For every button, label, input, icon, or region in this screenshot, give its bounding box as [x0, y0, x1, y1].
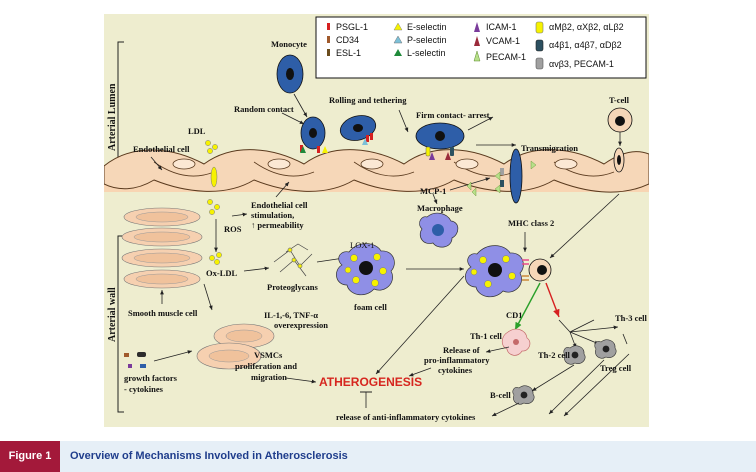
- release-pro-label-1: Release of: [443, 345, 480, 355]
- legend-esl1: ESL-1: [336, 48, 361, 58]
- psgl1-glyph: [327, 23, 330, 30]
- endo-stim-label-2: stimulation,: [251, 210, 294, 220]
- l-selectin-glyph: [394, 49, 402, 56]
- legend-cd34: CD34: [336, 35, 359, 45]
- cd1-label: CD1: [506, 310, 523, 320]
- icam1-glyph: [474, 22, 480, 32]
- th3-label: Th-3 cell: [615, 313, 648, 323]
- release-pro-label-3: cytokines: [438, 365, 473, 375]
- legend-integrin-b2: αMβ2, αXβ2, αLβ2: [549, 22, 624, 32]
- lumen-label: Arterial Lumen: [107, 83, 118, 151]
- monocyte-cell: [276, 54, 304, 94]
- legend: PSGL-1 CD34 ESL-1 E-selectin P-selectin …: [315, 16, 647, 79]
- ldl-particles: [205, 140, 220, 215]
- esl1-glyph: [327, 49, 330, 56]
- vcam1-glyph: [474, 36, 480, 46]
- mcp1-chemokines: [466, 181, 477, 197]
- growth-label-2: - cytokines: [124, 384, 164, 394]
- proteoglycans-label: Proteoglycans: [267, 282, 319, 292]
- vsmc-cells: [196, 323, 275, 370]
- macrophage-cell: [419, 212, 459, 248]
- legend-icam1: ICAM-1: [486, 22, 517, 32]
- legend-vcam1: VCAM-1: [486, 36, 520, 46]
- t-cell: [607, 107, 633, 173]
- vsmc-label-2: proliferation and: [235, 361, 297, 371]
- p-selectin-glyph: [393, 35, 403, 44]
- legend-p-selectin: P-selectin: [407, 35, 447, 45]
- atherogenesis-label: ATHEROGENESIS: [319, 375, 422, 389]
- wall-label: Arterial wall: [107, 287, 118, 342]
- foam-cell: [336, 243, 395, 296]
- vsmc-label-1: VSMCs: [254, 350, 283, 360]
- legend-pecam1: PECAM-1: [486, 52, 526, 62]
- b-cell: [512, 385, 535, 405]
- release-anti-label: release of anti-inflammatory cytokines: [336, 412, 476, 422]
- ox-ldl-particles: [209, 252, 222, 265]
- endo-stim-label-1: Endothelial cell: [251, 200, 308, 210]
- firm-contact-label: Firm contact- arrest: [416, 110, 490, 120]
- rolling-cell: [339, 115, 377, 145]
- mhc-label: MHC class 2: [508, 218, 554, 228]
- firm-contact-cell: [415, 122, 465, 160]
- legend-integrin-a4: α4β1, α4β7, αDβ2: [549, 40, 622, 50]
- antigen-presenting-cell: [465, 245, 529, 298]
- transmigration-label: Transmigration: [521, 143, 578, 153]
- figure-title: Overview of Mechanisms Involved in Ather…: [70, 450, 348, 462]
- treg-label: Treg cell: [600, 363, 632, 373]
- wall-bracket: [117, 235, 124, 413]
- legend-l-selectin: L-selectin: [407, 48, 446, 58]
- presented-t-cell: [528, 258, 552, 282]
- caption-bar: [0, 441, 756, 472]
- smooth-muscle-cells: [121, 207, 203, 289]
- oxldl-label: Ox-LDL: [206, 268, 238, 278]
- vsmc-label-3: migration: [251, 372, 287, 382]
- th1-cell: [501, 328, 531, 356]
- foam-cell-label: foam cell: [354, 302, 387, 312]
- macrophage-label: Macrophage: [417, 203, 463, 213]
- rolling-label: Rolling and tethering: [329, 95, 407, 105]
- release-pro-label-2: pro-inflammatory: [424, 355, 490, 365]
- atherosclerosis-diagram: Arterial Lumen Arterial wall PSGL-1 CD34…: [104, 16, 649, 422]
- tcell-label: T-cell: [609, 95, 630, 105]
- endothelial-label: Endothelial cell: [133, 144, 190, 154]
- ldl-label: LDL: [188, 126, 206, 136]
- growth-label-1: growth factors: [124, 373, 178, 383]
- diagram-figure: Arterial Lumen Arterial wall PSGL-1 CD34…: [104, 14, 649, 427]
- endo-stim-label-3: ↑ permeability: [251, 220, 304, 230]
- integrin-avb3-glyph: [535, 57, 544, 70]
- figure-tag: Figure 1: [0, 441, 60, 472]
- growth-factor-glyphs: [124, 352, 146, 368]
- random-contact-label: Random contact: [234, 104, 294, 114]
- treg-cell: [594, 339, 617, 359]
- e-selectin-glyph: [393, 22, 403, 31]
- th2-cell: [563, 345, 586, 365]
- mcp1-label: MCP-1: [420, 186, 446, 196]
- lox1-label: LOX-1: [350, 240, 375, 250]
- random-contact-cell: [300, 116, 328, 153]
- integrin-b2-glyph: [535, 21, 544, 34]
- th1-label: Th-1 cell: [470, 331, 503, 341]
- legend-integrin-avb3: αvβ3, PECAM-1: [549, 59, 614, 69]
- smooth-muscle-label: Smooth muscle cell: [128, 308, 198, 318]
- transmigrating-cell: [494, 148, 537, 204]
- th2-label: Th-2 cell: [538, 350, 571, 360]
- il-label-1: IL-1,-6, TNF-α: [264, 310, 318, 320]
- ros-label: ROS: [224, 224, 242, 234]
- proteoglycan-network: [273, 243, 313, 277]
- bcell-label: B-cell: [490, 390, 511, 400]
- il-label-2: overexpression: [274, 320, 328, 330]
- cd34-glyph: [327, 36, 330, 43]
- legend-e-selectin: E-selectin: [407, 22, 447, 32]
- monocyte-label: Monocyte: [271, 39, 307, 49]
- legend-psgl1: PSGL-1: [336, 22, 368, 32]
- integrin-a4-glyph: [535, 39, 544, 52]
- pecam1-glyph: [473, 50, 481, 62]
